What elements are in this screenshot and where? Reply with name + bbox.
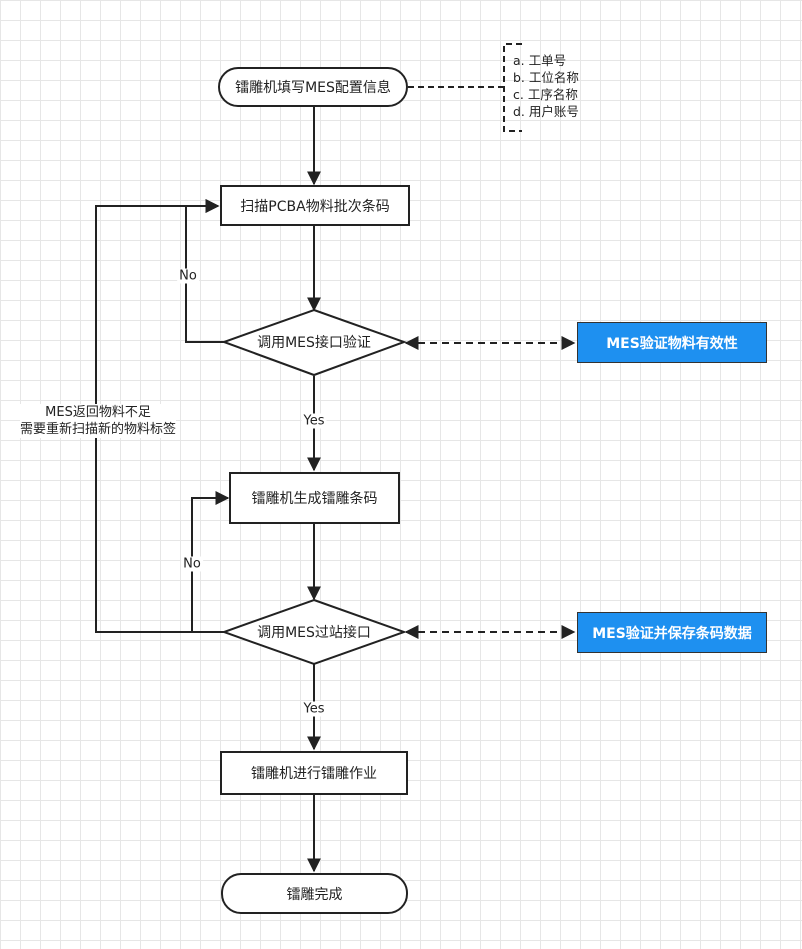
start-node: 镭雕机填写MES配置信息 (218, 67, 408, 107)
edge-label-yes-2: Yes (301, 701, 327, 717)
config-item: c. 工序名称 (513, 87, 578, 102)
config-note: a. 工单号 b. 工位名称 c. 工序名称 d. 用户账号 (513, 52, 579, 120)
edge-label-no-2: No (181, 556, 203, 572)
insufficient-material-note: MES返回物料不足 需要重新扫描新的物料标签 (19, 404, 177, 438)
config-item: d. 用户账号 (513, 104, 579, 119)
scan-barcode-node: 扫描PCBA物料批次条码 (220, 185, 410, 226)
edge-label-no-1: No (177, 268, 199, 284)
config-item: b. 工位名称 (513, 70, 579, 85)
generate-code-node: 镭雕机生成镭雕条码 (229, 472, 400, 524)
validate-material-box: MES验证物料有效性 (577, 322, 767, 363)
check-material-label: 调用MES接口验证 (257, 335, 371, 351)
decision-diamond-pass-station (221, 598, 407, 666)
insufficient-note-line-2: 需要重新扫描新的物料标签 (19, 422, 177, 437)
engrave-node: 镭雕机进行镭雕作业 (220, 751, 408, 795)
end-node: 镭雕完成 (221, 873, 408, 914)
pass-station-label: 调用MES过站接口 (257, 625, 371, 641)
save-barcode-box: MES验证并保存条码数据 (577, 612, 767, 653)
config-item: a. 工单号 (513, 53, 567, 68)
decision-diamond-check-material (221, 308, 407, 377)
edge-label-yes-1: Yes (301, 413, 327, 429)
insufficient-note-line-1: MES返回物料不足 (45, 405, 151, 420)
